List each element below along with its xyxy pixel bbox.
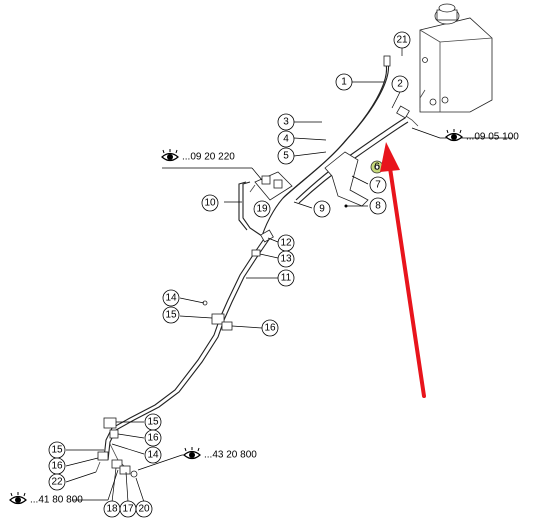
callout-14: 14 (144, 446, 162, 464)
callout-16: 16 (144, 429, 162, 447)
callout-circle (335, 73, 353, 91)
reference-r3: ...43 20 800 (183, 447, 257, 461)
callout-number: 16 (147, 433, 159, 444)
callout-circle (369, 176, 387, 194)
callout-circle (277, 269, 295, 287)
callout-circle (48, 473, 66, 491)
callout-4: 4 (277, 130, 295, 148)
callout-11: 11 (277, 269, 295, 287)
callout-number: 15 (51, 445, 63, 456)
callout-10: 10 (201, 194, 219, 212)
callout-14: 14 (162, 289, 180, 307)
callout-16: 16 (261, 319, 279, 337)
callout-number: 14 (147, 450, 159, 461)
callout-circle (162, 306, 180, 324)
callout-circle (277, 147, 295, 165)
callout-15: 15 (144, 413, 162, 431)
callout-number: 12 (280, 238, 292, 249)
callout-number: 18 (106, 504, 118, 515)
eye-icon (183, 447, 201, 460)
callout-number: 15 (165, 310, 177, 321)
callout-circle (144, 429, 162, 447)
callout-number: 13 (280, 254, 292, 265)
reference-text: ...09 20 220 (182, 152, 235, 163)
callout-7: 7 (369, 176, 387, 194)
callout-number: 8 (375, 201, 381, 212)
callout-number: 22 (51, 477, 63, 488)
hydraulic-tank (419, 3, 493, 113)
callout-circle (277, 250, 295, 268)
red-arrow (380, 142, 426, 398)
callout-5: 5 (277, 147, 295, 165)
callout-17: 17 (119, 500, 137, 518)
callout-18: 18 (103, 500, 121, 518)
callout-circle (313, 200, 331, 218)
callout-circle (369, 197, 387, 215)
callout-number: 2 (397, 79, 403, 90)
pipe-10 (242, 181, 263, 237)
reference-text: ...09 05 100 (466, 132, 519, 143)
reference-text: ...41 80 800 (30, 495, 83, 506)
callout-16: 16 (48, 457, 66, 475)
callout-circle (253, 200, 271, 218)
callout-2: 2 (391, 75, 409, 93)
callout-circle (162, 289, 180, 307)
callout-circle (277, 130, 295, 148)
callout-number: 17 (122, 504, 134, 515)
callout-circle (391, 75, 409, 93)
callout-20: 20 (135, 500, 153, 518)
callout-13: 13 (277, 250, 295, 268)
callout-number: 21 (396, 35, 408, 46)
eye-icon (161, 149, 179, 162)
callout-number: 7 (375, 180, 381, 191)
callout-number: 20 (138, 504, 150, 515)
callout-circle (393, 31, 411, 49)
callout-number: 6 (374, 162, 380, 173)
reference-r4: ...41 80 800 (9, 492, 83, 506)
callout-number: 16 (264, 323, 276, 334)
callout-21: 21 (393, 31, 411, 49)
callout-number: 10 (204, 198, 216, 209)
callout-circle (261, 319, 279, 337)
bracket (324, 151, 369, 208)
callout-number: 19 (256, 204, 268, 215)
callout-number: 5 (283, 151, 289, 162)
highlighted-part-center (374, 164, 380, 170)
callout-number: 15 (147, 417, 159, 428)
callout-number: 9 (319, 204, 325, 215)
callout-circle (144, 446, 162, 464)
callout-number: 4 (283, 134, 289, 145)
callout-15: 15 (48, 441, 66, 459)
callout-12: 12 (277, 234, 295, 252)
valve-block (249, 171, 293, 201)
callout-6: 6 (374, 162, 380, 173)
callout-9: 9 (313, 200, 331, 218)
eye-icon (9, 492, 27, 505)
callout-15: 15 (162, 306, 180, 324)
hose-group (261, 55, 419, 237)
callout-1: 1 (335, 73, 353, 91)
callout-number: 3 (283, 117, 289, 128)
callout-3: 3 (277, 113, 295, 131)
reference-text: ...43 20 800 (204, 450, 257, 461)
callout-circle (201, 194, 219, 212)
callout-19: 19 (253, 200, 271, 218)
callout-number: 11 (281, 273, 292, 284)
callout-number: 14 (165, 293, 177, 304)
reference-r2: ...09 05 100 (445, 129, 519, 143)
callout-circle (135, 500, 153, 518)
reference-r1: ...09 20 220 (161, 149, 235, 163)
callout-number: 1 (341, 77, 347, 88)
callout-circle (277, 113, 295, 131)
callout-22: 22 (48, 473, 66, 491)
eye-icon (445, 129, 463, 142)
long-pipe (95, 229, 274, 478)
callout-8: 8 (369, 197, 387, 215)
callout-number: 16 (51, 461, 63, 472)
